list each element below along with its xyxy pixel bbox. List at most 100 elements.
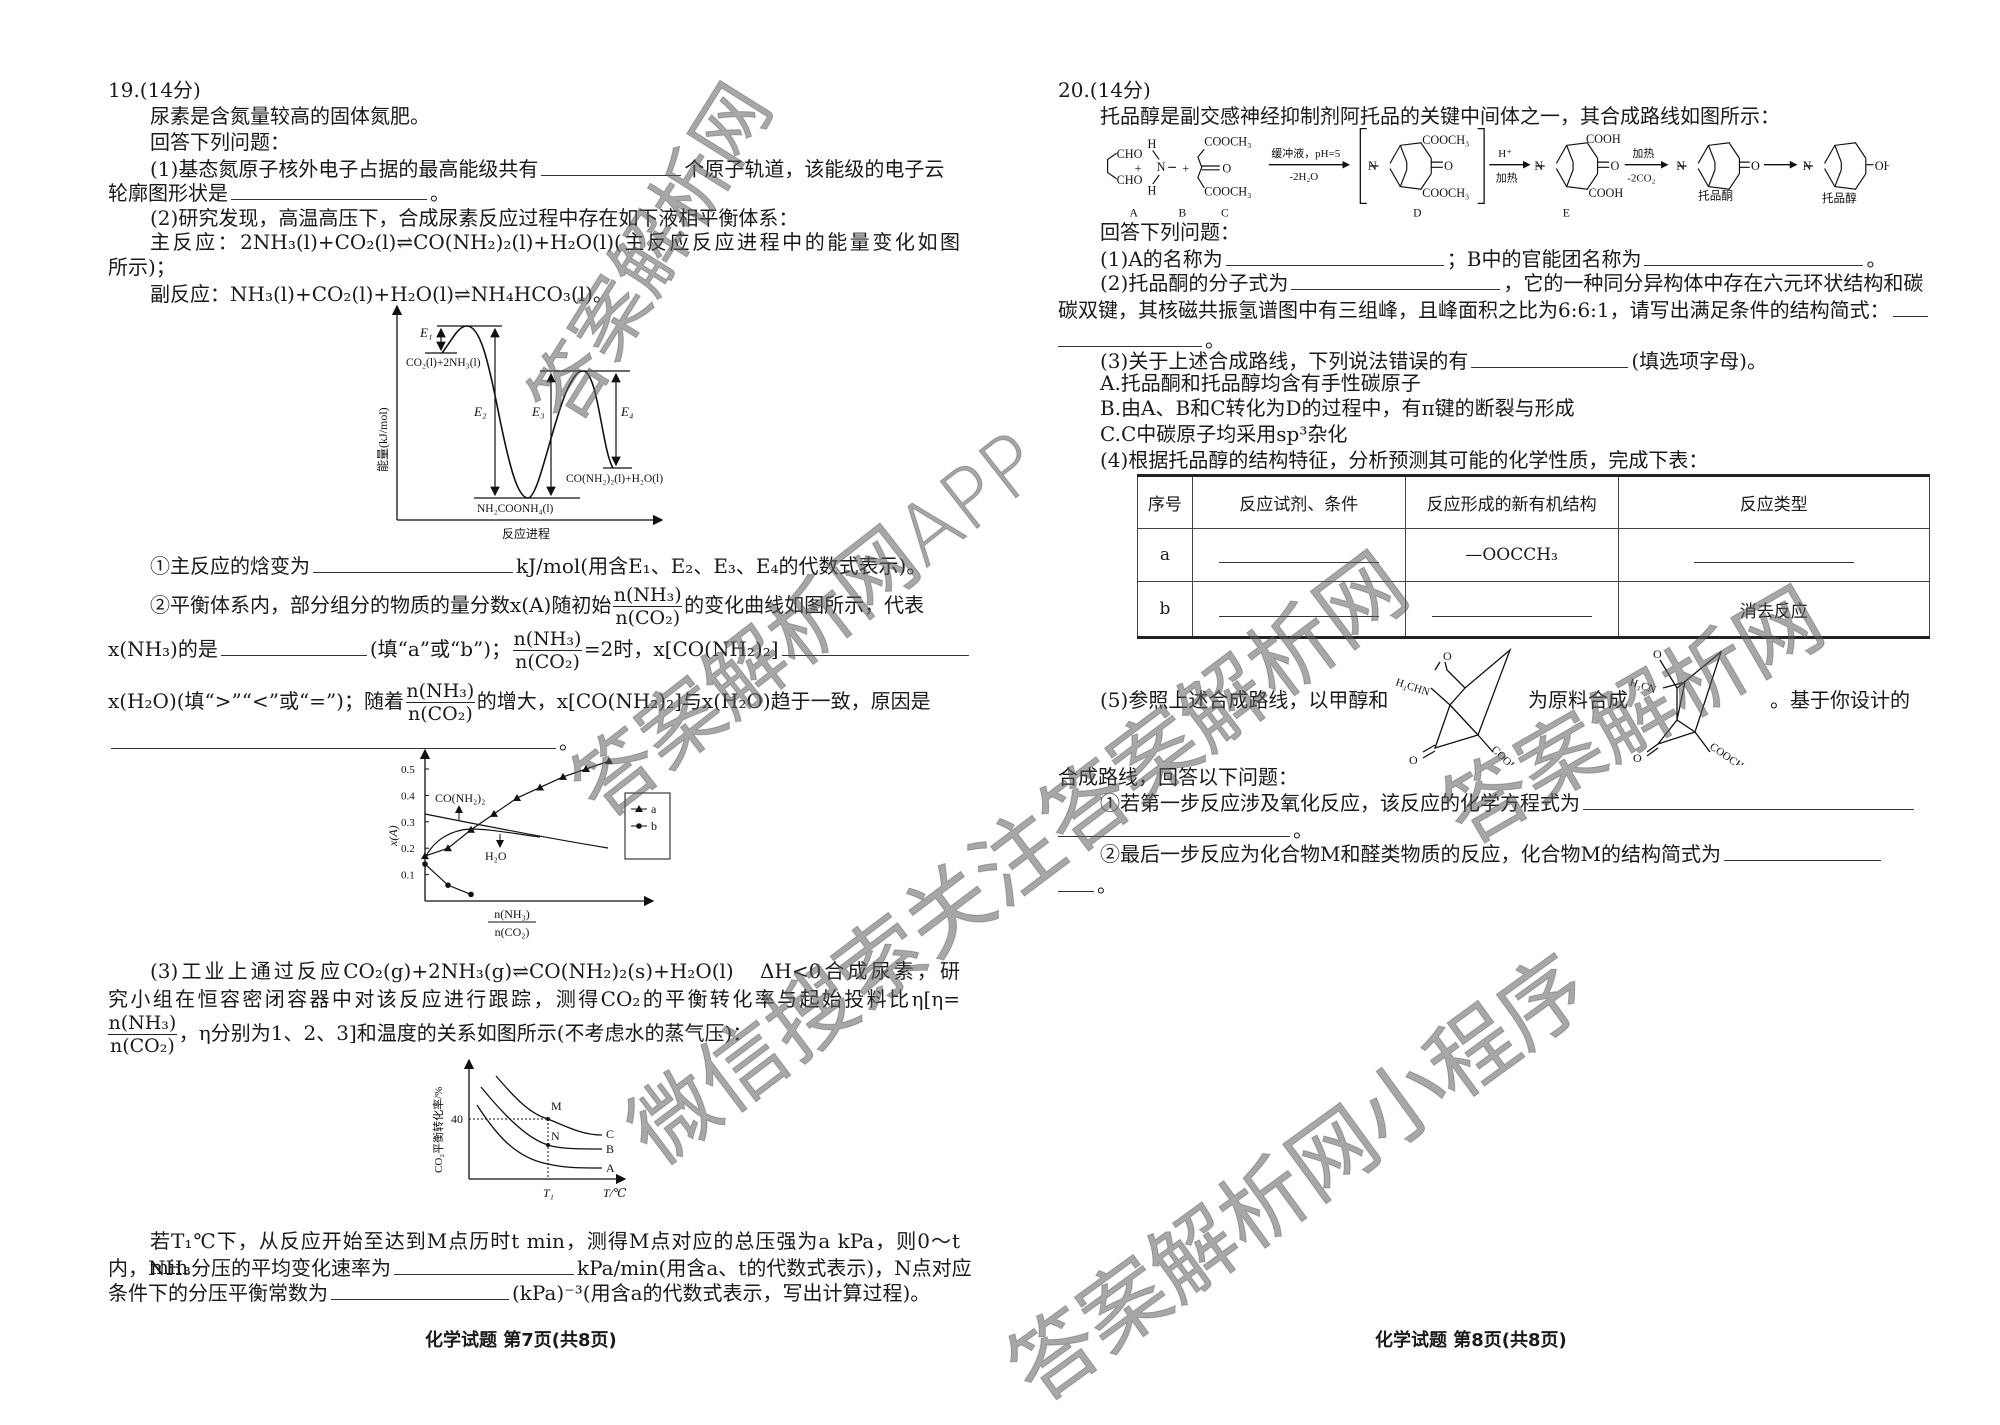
answer-blank[interactable]	[393, 1254, 574, 1275]
answer-blank[interactable]	[1225, 245, 1444, 266]
plus-1: +	[1135, 161, 1142, 175]
header-cell: 序号	[1137, 474, 1193, 529]
series-b-point	[445, 882, 451, 888]
e-acid-top: COOH	[1586, 132, 1621, 146]
sub-question-2-2-line4: 。	[108, 728, 579, 755]
y-tick-label: 0.5	[401, 764, 415, 776]
table-row: a —OOCCH₃	[1137, 528, 1931, 582]
label-e: E	[1563, 206, 1570, 219]
answer-blank[interactable]	[1058, 326, 1202, 347]
reactants-label: CO₂(l)+2NH₃(l)	[406, 357, 481, 369]
point-m-label: M	[551, 1099, 562, 1113]
energy-diagram: E₁ E₂ E₃ E₄ CO₂(l)+2NH₃(l) NH₂COONH₄(l) …	[376, 304, 664, 541]
step3-byproduct: -2CO₂	[1627, 172, 1655, 184]
answer-blank[interactable]	[1471, 347, 1629, 368]
row-id: b	[1137, 581, 1193, 639]
sub-question-5-2-cont: 。	[1058, 871, 1117, 898]
text: 轮廓图形状是	[108, 181, 228, 205]
answer-blank[interactable]	[1583, 789, 1914, 810]
text: =2时，x[CO(NH₂)₂]	[583, 637, 779, 661]
text: (填选项字母)。	[1631, 349, 1767, 373]
answer-blank[interactable]	[1218, 596, 1379, 617]
text: 。	[559, 730, 579, 754]
type-cell	[1617, 528, 1931, 582]
d-ester-top: COOCH₃	[1422, 133, 1469, 147]
d-brackets	[1359, 127, 1485, 205]
prompt-text: 回答下列问题：	[1100, 220, 1240, 244]
d-ester-bottom: COOCH₃	[1422, 186, 1469, 200]
answer-blank[interactable]	[541, 155, 682, 176]
answer-blank[interactable]	[331, 1279, 509, 1300]
y-tick-label: 0.2	[401, 843, 415, 855]
answer-blank[interactable]	[220, 635, 367, 656]
curve-b	[480, 1086, 603, 1150]
text: x(NH₃)的是	[108, 637, 218, 661]
e-acid-bottom: COOH	[1589, 186, 1624, 200]
series-a-point	[559, 772, 567, 780]
series-a-point	[536, 783, 544, 791]
ketone-o-top: O	[1443, 649, 1452, 663]
point-n	[546, 1143, 550, 1147]
answer-blank[interactable]	[1693, 542, 1854, 563]
text: kPa/min(用含a、t的代数式表示)，N点对应	[576, 1256, 972, 1280]
answer-blank[interactable]	[781, 635, 969, 656]
tropine-label: 托品醇	[1822, 191, 1857, 205]
synthesis-scheme: CHO CHO + H N H + COOCH₃ O COOCH₃ A B C …	[1107, 127, 1889, 219]
point-m	[546, 1117, 550, 1121]
text: ；B中的官能团名称为	[1446, 247, 1642, 271]
header-cell: 反应试剂、条件	[1191, 474, 1406, 529]
y-tick-label: 0.4	[401, 790, 415, 802]
answer-blank[interactable]	[1058, 871, 1094, 892]
sub-question-1: (1)A的名称为；B中的官能团名称为。	[1100, 245, 1886, 272]
answer-blank[interactable]	[313, 552, 513, 573]
option-a: A.托品酮和托品醇均含有手性碳原子	[1100, 371, 1421, 395]
c-ester-bottom: COOCH₃	[1204, 185, 1251, 199]
curve-a-label: A	[606, 1161, 615, 1175]
reagent-cell	[1191, 581, 1406, 639]
sub-question-3-kp: 条件下的分压平衡常数为(kPa)⁻³(用含a的代数式表示，写出计算过程)。	[108, 1279, 930, 1306]
ratio-fraction: n(NH₃)n(CO₂)	[108, 1012, 177, 1057]
sub-question-1-cont: 轮廓图形状是。	[108, 179, 450, 206]
answer-blank[interactable]	[1892, 296, 1928, 317]
header-cell: 反应类型	[1617, 474, 1931, 529]
series-a-point	[444, 844, 452, 852]
c-bonds	[1197, 148, 1220, 189]
reagent-cell	[1191, 528, 1406, 582]
answer-blank[interactable]	[1058, 816, 1290, 837]
row-id: a	[1137, 528, 1193, 582]
answer-blank[interactable]	[111, 728, 556, 749]
structure-cell: —OOCCH₃	[1404, 528, 1619, 582]
answer-blank[interactable]	[1431, 596, 1592, 617]
option-c: C.C中碳原子均采用sp³杂化	[1100, 422, 1348, 446]
question-header: 20.(14分)	[1058, 78, 1151, 102]
legend-b-label: b	[651, 819, 657, 833]
text: kJ/mol(用含E₁、E₂、E₃、E₄的代数式表示)。	[516, 554, 927, 578]
text: (填“a”或“b”)；	[369, 637, 512, 661]
answer-blank[interactable]	[1218, 542, 1379, 563]
sub-question-2: (2)托品酮的分子式为，它的一种同分异构体中存在六元环状结构和碳	[1100, 269, 1923, 296]
mole-fraction-chart: 0.10.20.30.40.5 CO(NH₂)₂ H₂O a b x(A) n(…	[386, 748, 671, 939]
denominator: n(CO₂)	[513, 650, 582, 673]
text: ，它的一种同分异构体中存在六元环状结构和碳	[1503, 271, 1924, 295]
ketone-o-bottom: O	[1633, 751, 1642, 765]
numerator: n(NH₃)	[513, 628, 582, 650]
answer-blank[interactable]	[231, 179, 427, 200]
numerator: n(NH₃)	[108, 1012, 177, 1034]
text: ②平衡体系内，部分组分的物质的量分数x(A)随初始	[150, 593, 612, 617]
text: ②最后一步反应为化合物M和醛类物质的反应，化合物M的结构简式为	[1100, 842, 1721, 866]
text: 。	[1293, 818, 1313, 842]
x-tick-t1: T₁	[543, 1186, 554, 1200]
ratio-fraction: n(NH₃)n(CO₂)	[405, 680, 475, 725]
answer-blank[interactable]	[1644, 245, 1864, 266]
y-axis-label: x(A)	[386, 825, 400, 847]
tropine-oh: OH	[1875, 159, 1889, 173]
target-product-structure: O H₃CN O COOCH₃	[1628, 647, 1749, 765]
series-b-point	[468, 891, 474, 898]
text: 的增大，x[CO(NH₂)₂]与x(H₂O)趋于一致，原因是	[476, 689, 931, 713]
answer-blank[interactable]	[1291, 269, 1501, 290]
text: 碳双键，其核磁共振氢谱图中有三组峰，且峰面积之比为6:6:1，请写出满足条件的结…	[1058, 298, 1890, 322]
answer-blank[interactable]	[1723, 840, 1881, 861]
